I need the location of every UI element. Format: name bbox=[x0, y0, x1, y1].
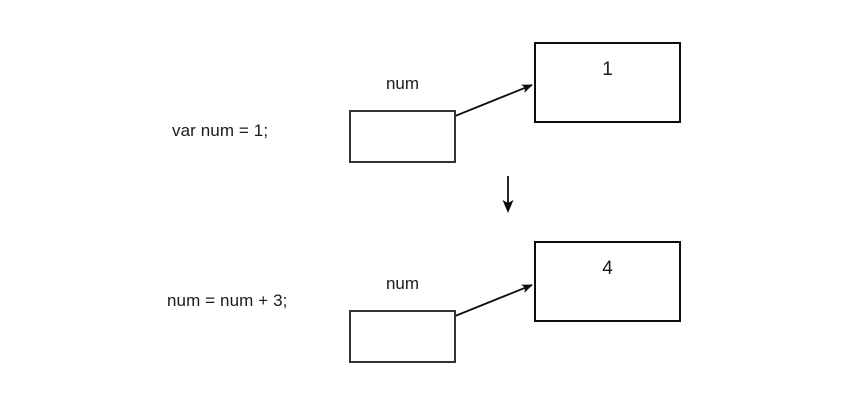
code-label-initial-assignment: var num = 1; bbox=[172, 121, 269, 140]
variable-name-label-bottom: num bbox=[385, 274, 420, 293]
variable-name-label-top: num bbox=[385, 74, 420, 93]
value-box-bottom: 4 bbox=[534, 241, 681, 322]
value-text-top: 1 bbox=[602, 58, 613, 80]
value-box-top: 1 bbox=[534, 42, 681, 123]
value-text-bottom: 4 bbox=[602, 257, 613, 279]
variable-box-top bbox=[349, 110, 456, 163]
code-label-reassignment: num = num + 3; bbox=[167, 291, 288, 310]
variable-box-bottom bbox=[349, 310, 456, 363]
